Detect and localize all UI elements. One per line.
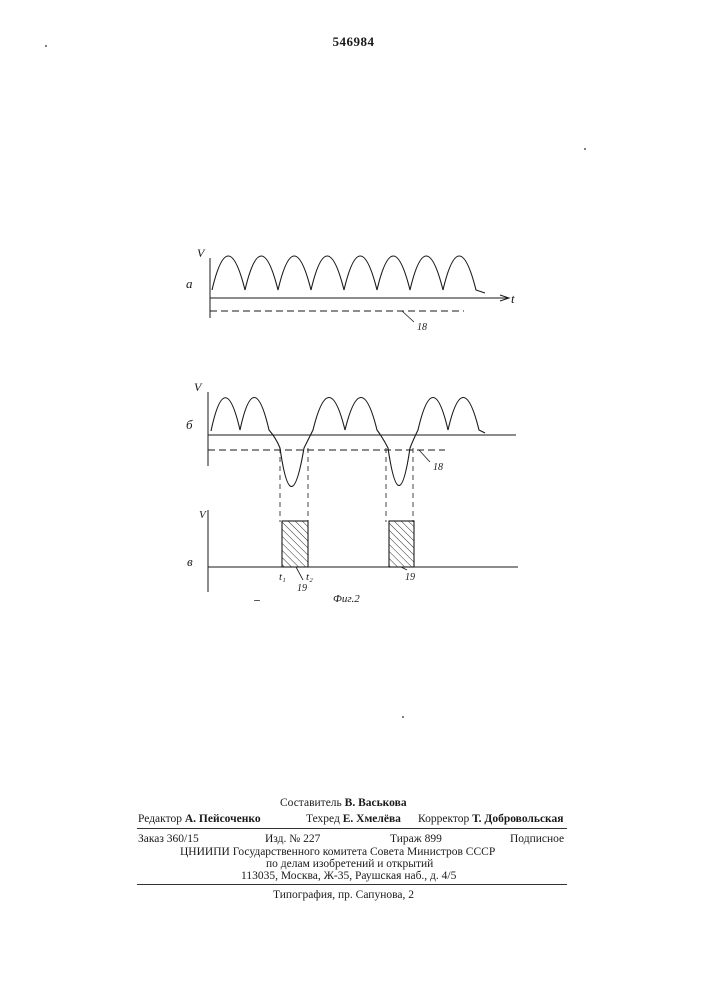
panel-a-label: а bbox=[186, 276, 193, 291]
panel-b-label: б bbox=[186, 417, 193, 432]
panel-a-ref-18: 18 bbox=[417, 322, 427, 333]
panel-v-t2: t₂ bbox=[306, 571, 313, 583]
panel-b-y-label: V bbox=[194, 380, 203, 394]
figure-2: а V t 18 V б 18 bbox=[0, 0, 707, 620]
panel-v-ref-19-first: 19 bbox=[297, 583, 307, 594]
edition-number: Изд. № 227 bbox=[265, 832, 320, 846]
institute-address: 113035, Москва, Ж-35, Раушская наб., д. … bbox=[241, 869, 456, 883]
panel-a-y-label: V bbox=[197, 246, 206, 260]
editor-credit: Редактор А. Пейсоченко bbox=[138, 812, 261, 826]
panel-a-rectified-wave bbox=[212, 256, 485, 293]
scan-speck bbox=[254, 600, 260, 601]
editor-name: А. Пейсоченко bbox=[185, 813, 261, 825]
editor-role: Редактор bbox=[138, 813, 182, 825]
compiler-line: Составитель В. Васькова bbox=[280, 796, 407, 810]
panel-v-y-label: V bbox=[199, 509, 207, 521]
print-run: Тираж 899 bbox=[390, 832, 442, 846]
panel-b-projection-lines bbox=[280, 448, 413, 522]
techeditor-role: Техред bbox=[306, 813, 340, 825]
panel-a-x-label: t bbox=[511, 291, 515, 306]
figure-caption: Фиг.2 bbox=[333, 593, 360, 605]
panel-b-signal-with-dropouts bbox=[211, 398, 485, 487]
techeditor-credit: Техред Е. Хмелёва bbox=[306, 812, 401, 826]
colophon-rule-top bbox=[137, 828, 567, 829]
panel-b-ref-leader bbox=[419, 450, 430, 462]
scan-speck bbox=[402, 716, 404, 718]
panel-v-label: в bbox=[187, 554, 193, 569]
corrector-role: Корректор bbox=[418, 813, 469, 825]
order-number: Заказ 360/15 bbox=[138, 832, 199, 846]
corrector-credit: Корректор Т. Добровольская bbox=[418, 812, 563, 826]
scan-speck bbox=[45, 45, 47, 47]
printer-address: Типография, пр. Сапунова, 2 bbox=[273, 888, 414, 902]
scan-speck bbox=[584, 148, 586, 150]
panel-a-ref-leader bbox=[402, 311, 414, 322]
panel-v-ref-19-second: 19 bbox=[405, 572, 415, 583]
panel-v bbox=[208, 510, 518, 592]
pulse-19-first bbox=[282, 521, 308, 567]
panel-a bbox=[210, 256, 509, 322]
compiler-name: В. Васькова bbox=[345, 797, 407, 809]
panel-b bbox=[208, 392, 516, 522]
panel-b-ref-18: 18 bbox=[433, 462, 443, 473]
subscription: Подписное bbox=[510, 832, 564, 846]
techeditor-name: Е. Хмелёва bbox=[343, 813, 401, 825]
colophon-rule-bottom bbox=[137, 884, 567, 885]
compiler-role: Составитель bbox=[280, 797, 342, 809]
pulse-19-second bbox=[389, 521, 414, 567]
corrector-name: Т. Добровольская bbox=[472, 813, 563, 825]
panel-v-t1: t₁ bbox=[279, 571, 286, 583]
panel-v-ref-leader-1 bbox=[296, 567, 303, 580]
